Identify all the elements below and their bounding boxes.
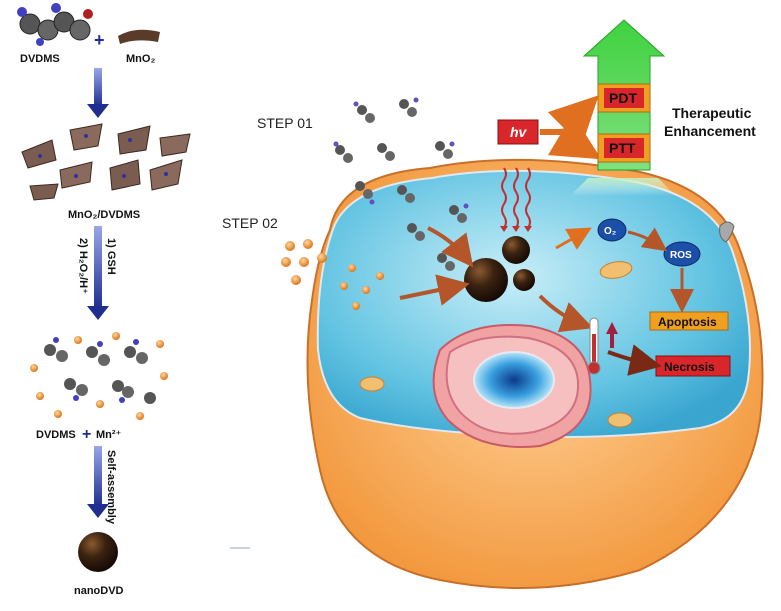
down-arrow-1 (87, 68, 109, 118)
cell-panel: STEP 01 STEP 02 (222, 19, 764, 589)
apoptosis-box (649, 311, 729, 331)
o2-label: O₂ (604, 226, 616, 237)
nanodvd-label: nanoDVD (74, 585, 124, 597)
hv-to-ptt-arrow (540, 113, 602, 160)
mno2-label: MnO₂ (126, 53, 155, 65)
uptake-arrow-step02 (399, 274, 470, 306)
hv-box (497, 119, 539, 145)
dvdms-label: DVDMS (20, 53, 60, 65)
light-wave-icon (500, 167, 532, 232)
dvdms-mn-cluster-icon (30, 332, 168, 420)
dvdms-molecule-icon (17, 3, 93, 46)
thermometer-icon (587, 317, 618, 375)
heat-to-necrosis-arrow (607, 344, 662, 376)
step01-label: STEP 01 (257, 115, 313, 131)
self-assembly-label: Self-assembly (105, 450, 117, 525)
apoptosis-label: Apoptosis (658, 315, 717, 329)
down-arrow-2 (87, 226, 109, 320)
step-gsh-label: 1) GSH (105, 238, 117, 275)
nanodvd-particle-icon (78, 532, 118, 572)
nucleus (473, 351, 555, 409)
down-arrow-3 (87, 446, 109, 518)
therapeutic-label: Therapeutic (672, 105, 752, 121)
ros-bubble (663, 241, 701, 267)
mn-ions-outside (281, 239, 384, 310)
enhancement-label: Enhancement (664, 123, 756, 139)
nucleus-and-er (432, 324, 592, 448)
mitochondrion (607, 412, 633, 428)
mno2-dvdms-sheets-icon (21, 123, 191, 201)
dvdms-label-2: DVDMS (36, 429, 76, 441)
left-synthesis-panel: DVDMS + MnO₂ MnO₂/DVDMS (17, 3, 191, 597)
hv-label: hv (510, 124, 528, 140)
organelle-icon (719, 221, 735, 243)
mno2-dvdms-label: MnO₂/DVDMS (68, 209, 140, 221)
nanodvd-particles-in-cell (464, 236, 535, 302)
mno2-nanosheet-icon (118, 29, 160, 44)
uptake-arrow-step01 (427, 226, 474, 268)
therapeutic-enhancement-arrow (570, 19, 676, 196)
pdt-label: PDT (609, 90, 637, 106)
ros-label: ROS (670, 250, 692, 261)
plus-sign: + (94, 30, 105, 50)
step02-label: STEP 02 (222, 215, 278, 231)
o2-to-ros-arrow (627, 227, 668, 252)
step-h2o2-label: 2) H₂O₂/H⁺ (77, 238, 89, 294)
mitochondrion (599, 261, 633, 279)
o2-bubble (597, 218, 627, 242)
hv-to-pdt-arrow (540, 95, 599, 147)
mitochondrion (359, 376, 385, 392)
necrosis-label: Necrosis (664, 360, 715, 374)
plus-sign-2: + (82, 426, 91, 443)
ptt-label: PTT (609, 140, 636, 156)
mn-ion-label: Mn²⁺ (96, 429, 122, 441)
pdt-arrow (555, 227, 592, 250)
ptt-arrow (538, 294, 594, 333)
